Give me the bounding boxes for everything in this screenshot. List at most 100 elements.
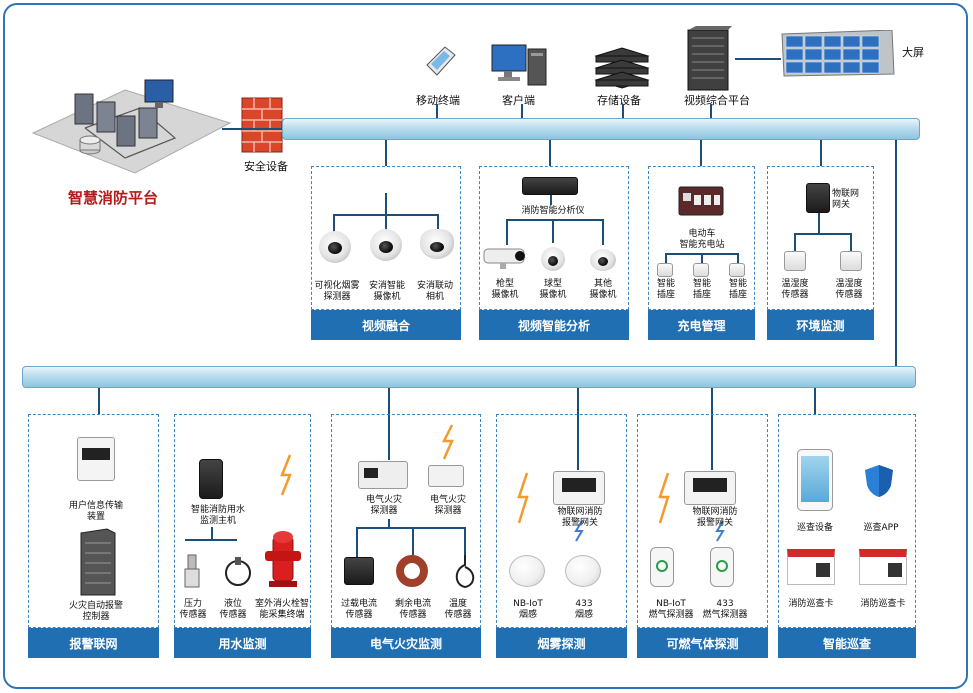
platform-title: 智慧消防平台 bbox=[68, 189, 159, 207]
analyzer-icon bbox=[522, 177, 578, 195]
patrol-card-icon bbox=[859, 549, 907, 585]
link-line bbox=[794, 233, 850, 235]
charging-station-icon bbox=[678, 186, 724, 216]
link-line bbox=[388, 388, 390, 460]
firewall-icon bbox=[241, 97, 283, 153]
device-label: 物联网消防 报警网关 bbox=[692, 507, 738, 528]
mobile-terminal-icon bbox=[426, 46, 456, 76]
link-line bbox=[700, 140, 702, 166]
group-video-fusion: 可视化烟雾 探测器 安消智能 摄像机 安消联动 相机 bbox=[311, 166, 461, 310]
lower-network-bus bbox=[22, 366, 916, 388]
device-label: 电气火灾 探测器 bbox=[365, 495, 402, 516]
group-title-gas: 可燃气体探测 bbox=[637, 628, 768, 658]
device-label: 安消智能 摄像机 bbox=[368, 281, 405, 302]
pressure-sensor-icon bbox=[184, 554, 200, 588]
group-title-charging: 充电管理 bbox=[648, 310, 755, 340]
overload-current-sensor-icon bbox=[344, 557, 374, 585]
device-label: 433 燃气探测器 bbox=[702, 599, 748, 620]
device-label: 433 烟感 bbox=[574, 599, 593, 620]
link-line bbox=[506, 219, 508, 245]
link-line bbox=[356, 527, 358, 557]
device-label: 球型 摄像机 bbox=[539, 279, 567, 300]
device-label: 物联网 网关 bbox=[832, 189, 860, 210]
level-sensor-icon bbox=[225, 557, 251, 586]
device-label: 温湿度 传感器 bbox=[781, 279, 809, 300]
device-label: 消防巡查卡 bbox=[788, 599, 834, 609]
link-line bbox=[211, 527, 213, 539]
link-line bbox=[735, 58, 781, 60]
link-line bbox=[550, 195, 552, 205]
vplatform-label: 视频综合平台 bbox=[684, 94, 750, 107]
client-label: 客户端 bbox=[502, 94, 535, 107]
device-label: 可视化烟雾 探测器 bbox=[314, 281, 360, 302]
device-label: 温湿度 传感器 bbox=[835, 279, 863, 300]
link-line bbox=[711, 388, 713, 470]
group-gas: 物联网消防 报警网关 NB-IoT 燃气探测器 433 燃气探测器 bbox=[637, 414, 768, 628]
other-camera-icon bbox=[590, 249, 616, 271]
group-video-ai: 消防智能分析仪 枪型 摄像机 球型 摄像机 其他 摄像机 bbox=[479, 166, 629, 310]
nb-iot-smoke-detector-icon bbox=[509, 555, 545, 587]
wireless-signal-icon bbox=[517, 472, 529, 524]
device-label: 消防巡查卡 bbox=[860, 599, 906, 609]
video-platform-icon bbox=[687, 26, 732, 91]
link-line bbox=[577, 388, 579, 470]
device-label: NB-IoT 烟感 bbox=[513, 599, 543, 620]
link-line bbox=[521, 104, 523, 118]
temp-humidity-sensor-icon bbox=[840, 251, 862, 271]
smart-socket-icon bbox=[657, 263, 673, 277]
speed-dome-icon bbox=[541, 247, 565, 271]
link-line bbox=[552, 219, 554, 243]
client-pc-icon bbox=[491, 44, 547, 86]
temp-humidity-sensor-icon bbox=[784, 251, 806, 271]
smart-camera-icon bbox=[370, 229, 402, 261]
device-label: NB-IoT 燃气探测器 bbox=[648, 599, 694, 620]
link-line bbox=[602, 219, 604, 245]
link-line bbox=[710, 104, 712, 118]
fire-alarm-gateway-icon bbox=[684, 471, 736, 505]
fire-alarm-controller-icon bbox=[80, 528, 116, 596]
link-line bbox=[818, 213, 820, 233]
mobile-label: 移动终端 bbox=[416, 94, 460, 107]
device-label: 消防智能分析仪 bbox=[521, 206, 585, 216]
group-title-smoke: 烟雾探测 bbox=[496, 628, 627, 658]
device-label: 物联网消防 报警网关 bbox=[557, 507, 603, 528]
link-line bbox=[385, 140, 387, 166]
group-title-patrol: 智能巡查 bbox=[778, 628, 916, 658]
device-label: 枪型 摄像机 bbox=[491, 279, 519, 300]
hydrant-terminal-icon bbox=[265, 531, 301, 587]
bullet-camera-icon bbox=[483, 248, 525, 269]
group-electric: 电气火灾 探测器 电气火灾 探测器 过载电流 传感器 剩余电流 传感器 温度 传… bbox=[331, 414, 481, 628]
device-label: 温度 传感器 bbox=[444, 599, 472, 620]
platform-link bbox=[222, 128, 282, 130]
wireless-signal-icon bbox=[658, 472, 670, 524]
device-label: 智能消防用水 监测主机 bbox=[190, 505, 245, 526]
link-line bbox=[412, 527, 414, 557]
device-label: 室外消火栓智 能采集终端 bbox=[254, 599, 309, 620]
electric-fire-detector-icon bbox=[428, 465, 464, 487]
device-label: 电动车 智能充电站 bbox=[679, 229, 725, 250]
group-patrol: 巡查设备 巡查APP 消防巡查卡 消防巡查卡 bbox=[778, 414, 916, 628]
link-line bbox=[98, 388, 100, 414]
link-line bbox=[185, 539, 237, 541]
smoke-camera-icon bbox=[319, 231, 351, 263]
bus-connector bbox=[895, 140, 897, 366]
link-line bbox=[437, 214, 439, 232]
group-title-env: 环境监测 bbox=[767, 310, 874, 340]
link-line bbox=[622, 104, 624, 118]
link-line bbox=[388, 519, 390, 527]
residual-current-sensor-icon bbox=[396, 555, 428, 587]
group-alarm: 用户信息传输 装置 火灾自动报警 控制器 bbox=[28, 414, 159, 628]
diagram-frame bbox=[3, 3, 968, 689]
link-line bbox=[549, 140, 551, 166]
storage-icon bbox=[594, 47, 650, 89]
group-charging: 电动车 智能充电站 智能 插座 智能 插座 智能 插座 bbox=[648, 166, 755, 310]
water-monitor-host-icon bbox=[199, 459, 223, 499]
storage-label: 存储设备 bbox=[597, 94, 641, 107]
device-label: 液位 传感器 bbox=[219, 599, 247, 620]
upper-network-bus bbox=[282, 118, 920, 140]
link-line bbox=[701, 253, 703, 263]
group-water: 智能消防用水 监测主机 压力 传感器 液位 传感器 室外消火栓智 能采集终端 bbox=[174, 414, 311, 628]
device-label: 用户信息传输 装置 bbox=[68, 501, 123, 522]
group-smoke: 物联网消防 报警网关 NB-IoT 烟感 433 烟感 bbox=[496, 414, 627, 628]
group-env: 物联网 网关 温湿度 传感器 温湿度 传感器 bbox=[767, 166, 874, 310]
